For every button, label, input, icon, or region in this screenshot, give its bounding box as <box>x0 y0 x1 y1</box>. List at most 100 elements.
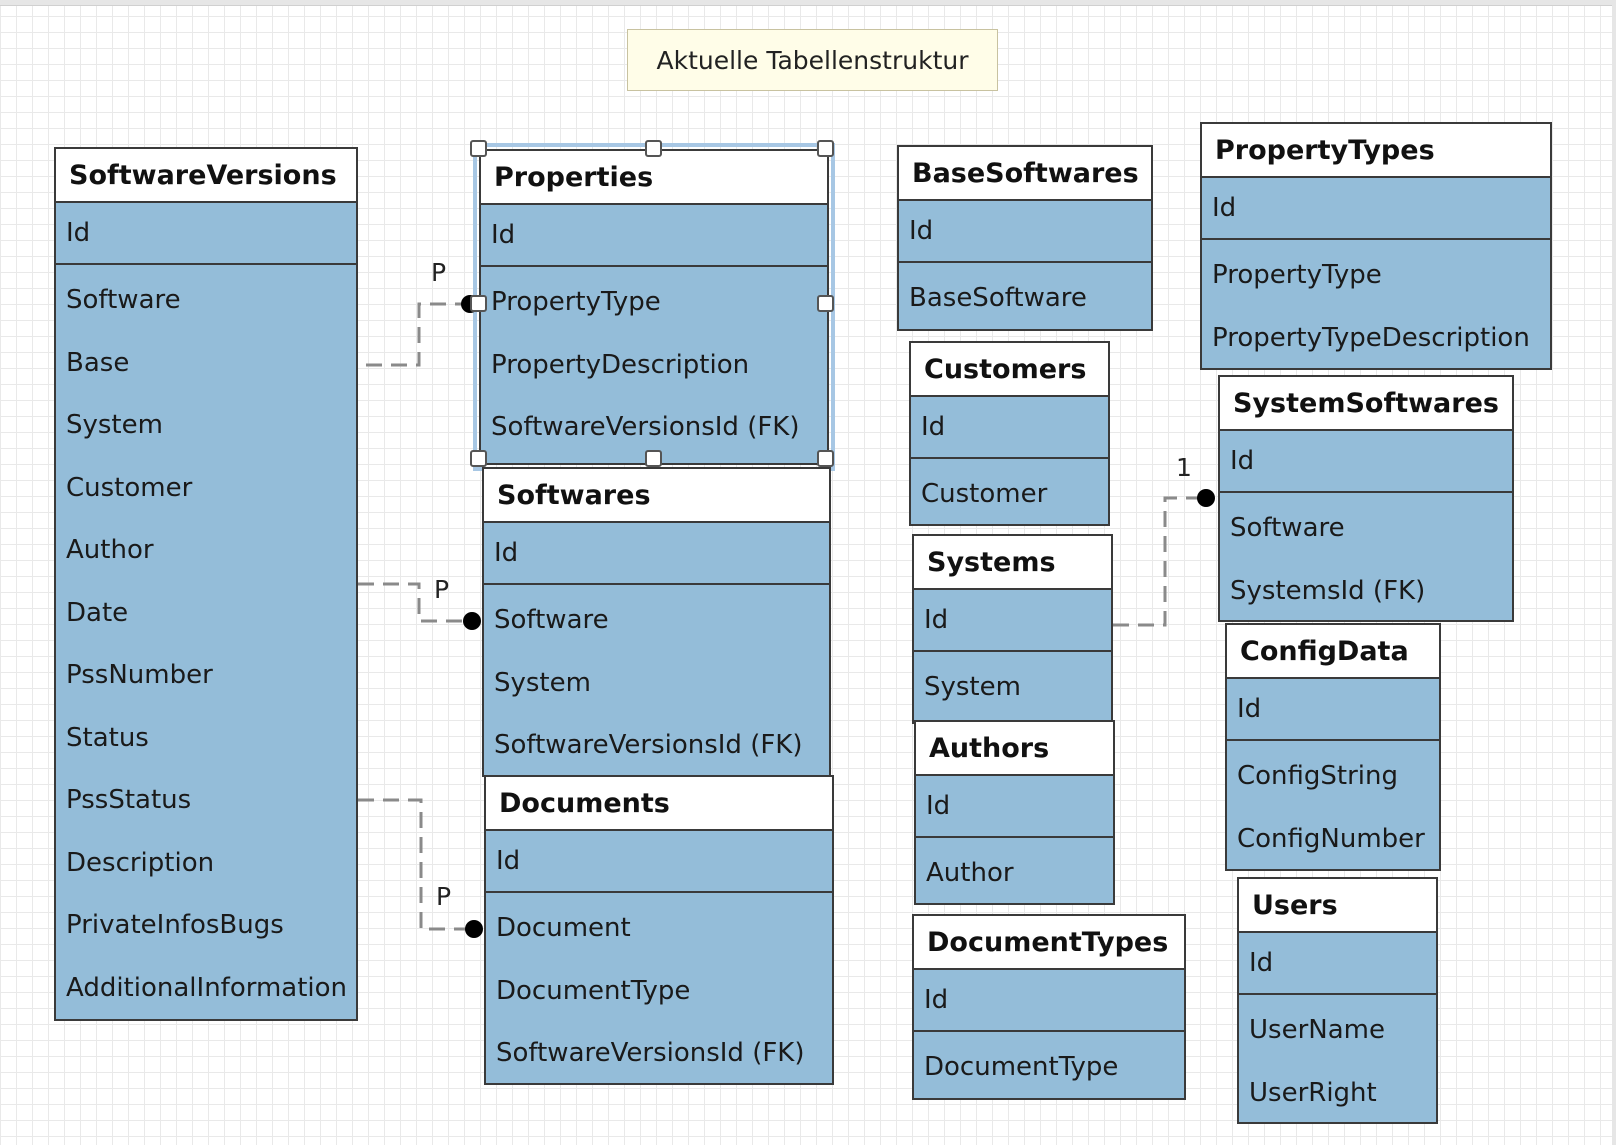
table-field[interactable]: System <box>494 667 591 698</box>
table-field[interactable]: PropertyType <box>491 287 661 318</box>
table-title[interactable]: SoftwareVersions <box>56 149 356 203</box>
resize-handle-bottom-right[interactable] <box>817 450 834 467</box>
table-title[interactable]: Users <box>1239 879 1436 933</box>
primary-key-field[interactable]: Id <box>56 203 356 265</box>
primary-key-field[interactable]: Id <box>914 970 1184 1032</box>
canvas-top-border <box>0 0 1616 6</box>
rel-label-properties: P <box>431 258 447 287</box>
table-field[interactable]: Base <box>66 347 130 378</box>
table-field[interactable]: PssStatus <box>66 785 192 816</box>
table-field[interactable]: SoftwareVersionsId (FK) <box>494 730 803 761</box>
primary-key-field[interactable]: Id <box>1227 679 1439 741</box>
resize-handle-top-center[interactable] <box>645 140 662 157</box>
table-field[interactable]: Author <box>926 858 1014 889</box>
field-list: Author <box>916 838 1113 905</box>
table-field[interactable]: ConfigNumber <box>1237 823 1425 854</box>
table-field[interactable]: Software <box>494 605 609 636</box>
table-field[interactable]: AdditionalInformation <box>66 972 348 1003</box>
resize-handle-middle-right[interactable] <box>817 295 834 312</box>
rel-line-softwareversions-softwares <box>358 582 472 623</box>
table-field[interactable]: PropertyDescription <box>491 349 750 380</box>
table-field[interactable]: Software <box>66 285 181 316</box>
resize-handle-top-right[interactable] <box>817 140 834 157</box>
table-title[interactable]: Softwares <box>484 469 829 523</box>
table-field[interactable]: Status <box>66 722 149 753</box>
table-field[interactable]: UserRight <box>1249 1077 1377 1108</box>
table-field[interactable]: Document <box>496 913 631 944</box>
table-title[interactable]: Customers <box>911 343 1108 397</box>
primary-key-field[interactable]: Id <box>1202 178 1550 240</box>
primary-key-field[interactable]: Id <box>911 397 1108 459</box>
table-field[interactable]: PssNumber <box>66 660 213 691</box>
rel-label-systemsoftwares: 1 <box>1176 453 1192 482</box>
table-field[interactable]: ConfigString <box>1237 761 1399 792</box>
diagram-title-note[interactable]: Aktuelle Tabellenstruktur <box>627 29 998 91</box>
resize-handle-bottom-left[interactable] <box>470 450 487 467</box>
table-title[interactable]: Systems <box>914 536 1111 590</box>
table-field[interactable]: Software <box>1230 513 1345 544</box>
table-field[interactable]: DocumentType <box>924 1052 1119 1083</box>
table-title[interactable]: Authors <box>916 722 1113 776</box>
rel-endpoint-softwares <box>463 612 481 630</box>
field-list: BaseSoftware <box>899 263 1151 330</box>
resize-handle-bottom-center[interactable] <box>645 450 662 467</box>
canvas-scrollbar[interactable] <box>1612 0 1616 1145</box>
primary-key-field[interactable]: Id <box>481 205 827 267</box>
table-field[interactable]: Author <box>66 535 154 566</box>
diagram-title-text: Aktuelle Tabellenstruktur <box>656 45 969 75</box>
table-field[interactable]: PropertyType <box>1212 260 1382 291</box>
table-field[interactable]: SoftwareVersionsId (FK) <box>491 412 800 443</box>
table-field[interactable]: BaseSoftware <box>909 283 1087 314</box>
primary-key-field[interactable]: Id <box>899 201 1151 263</box>
table-field[interactable]: System <box>66 410 163 441</box>
primary-key-field[interactable]: Id <box>1220 431 1512 493</box>
rel-line-softwareversions-documents <box>358 798 474 931</box>
table-field[interactable]: PrivateInfosBugs <box>66 910 284 941</box>
table-field[interactable]: Customer <box>921 479 1048 510</box>
rel-line-systems-systemsoftwares <box>1113 496 1206 627</box>
rel-line-softwareversions-properties <box>366 302 472 367</box>
table-field[interactable]: UserName <box>1249 1015 1385 1046</box>
table-field[interactable]: System <box>924 672 1021 703</box>
table-title[interactable]: DocumentTypes <box>914 916 1184 970</box>
primary-key-field[interactable]: Id <box>484 523 829 585</box>
table-title[interactable]: SystemSoftwares <box>1220 377 1512 431</box>
table-field[interactable]: Description <box>66 847 215 878</box>
table-field[interactable]: PropertyTypeDescription <box>1212 322 1530 353</box>
table-field[interactable]: Customer <box>66 472 193 503</box>
rel-endpoint-documents <box>465 920 483 938</box>
resize-handle-top-left[interactable] <box>470 140 487 157</box>
table-title[interactable]: Properties <box>481 151 827 205</box>
primary-key-field[interactable]: Id <box>916 776 1113 838</box>
table-title[interactable]: BaseSoftwares <box>899 147 1151 201</box>
rel-label-softwares: P <box>434 575 450 604</box>
table-title[interactable]: PropertyTypes <box>1202 124 1550 178</box>
table-field[interactable]: SoftwareVersionsId (FK) <box>496 1038 805 1069</box>
primary-key-field[interactable]: Id <box>1239 933 1436 995</box>
rel-endpoint-systemsoftwares <box>1197 489 1215 507</box>
table-field[interactable]: Date <box>66 597 129 628</box>
table-field[interactable]: SystemsId (FK) <box>1230 575 1426 606</box>
table-title[interactable]: ConfigData <box>1227 625 1439 679</box>
table-title[interactable]: Documents <box>486 777 832 831</box>
table-field[interactable]: DocumentType <box>496 975 691 1006</box>
primary-key-field[interactable]: Id <box>914 590 1111 652</box>
primary-key-field[interactable]: Id <box>486 831 832 893</box>
resize-handle-middle-left[interactable] <box>470 295 487 312</box>
